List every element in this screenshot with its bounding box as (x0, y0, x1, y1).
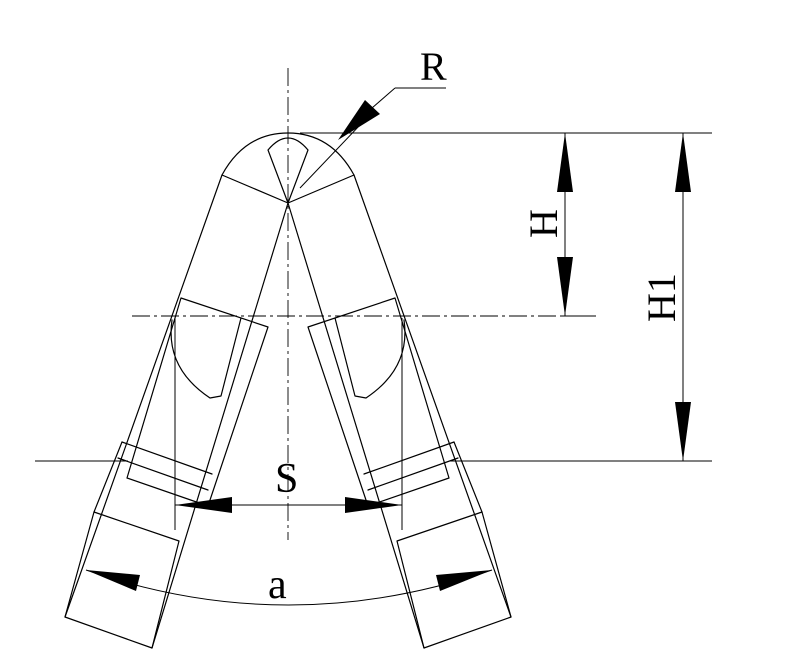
left-jaw-block (126, 297, 269, 507)
left-leg-foot (64, 511, 180, 649)
h-label: H (521, 209, 566, 238)
left-cross-line (221, 174, 289, 204)
angle-arrow-right (436, 570, 492, 591)
left-leg-outer-lower (93, 441, 123, 513)
right-leg-foot (396, 511, 512, 649)
right-cross-line (287, 174, 355, 204)
right-leg-inner-edge (287, 202, 425, 649)
left-jaw-cutout (170, 317, 242, 399)
left-band-bottom (117, 457, 209, 491)
punch-tip (267, 137, 309, 204)
h1-arrow-top (675, 133, 691, 192)
right-jaw-block (307, 297, 450, 507)
s-arrow-left (175, 497, 232, 513)
right-band-bottom (367, 457, 459, 491)
s-arrow-right (345, 497, 402, 513)
s-label: S (275, 456, 298, 502)
right-leg-outer-lower (453, 441, 483, 513)
angle-arc (85, 569, 493, 606)
h-arrow-bottom (557, 257, 573, 316)
v-body-outline (64, 132, 512, 618)
h1-label: H1 (639, 273, 684, 322)
angle-arrow-left (86, 570, 140, 591)
radius-leader-line (299, 124, 361, 189)
h1-arrow-bottom (675, 402, 691, 461)
angle-label: a (268, 562, 287, 608)
radius-leader-upper (371, 87, 396, 109)
right-jaw-cutout (334, 317, 406, 399)
right-band-top (363, 441, 455, 475)
h-arrow-top (557, 133, 573, 192)
radius-label: R (420, 44, 447, 89)
left-band-top (121, 441, 213, 475)
radius-arrow (338, 100, 380, 140)
left-leg-inner-edge (151, 202, 289, 649)
